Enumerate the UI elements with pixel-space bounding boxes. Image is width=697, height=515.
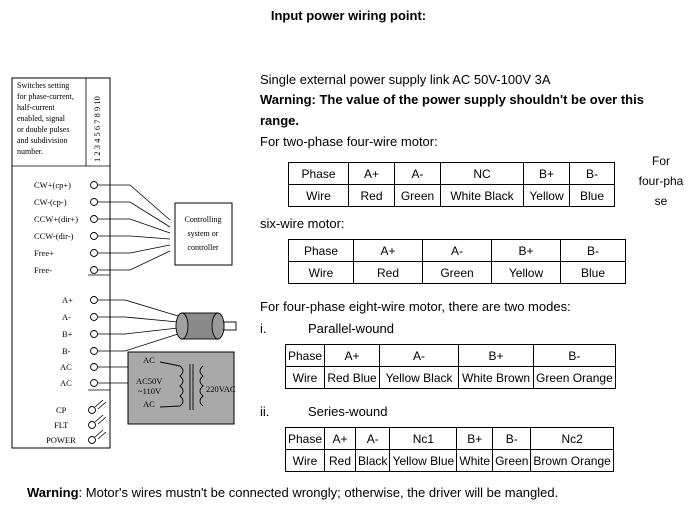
driver-outline [11,77,111,449]
svg-text:number.: number. [17,147,43,156]
mode-2-label: Series-wound [308,404,388,419]
warning-line-1: Warning: The value of the power supply s… [260,92,644,107]
motor-terminal-labels: A+ A- B+ B- AC AC [60,295,73,388]
svg-text:enabled, signal: enabled, signal [17,114,66,123]
svg-text:Switches setting: Switches setting [17,81,69,90]
svg-text:CCW-(dir-): CCW-(dir-) [34,231,74,241]
table-row: Wire Red Black Yellow Blue White Green B… [284,449,614,472]
svg-text:AC: AC [60,378,72,388]
footer-warning: Warning: Motor's wires mustn't be connec… [27,485,558,500]
svg-text:220VAC: 220VAC [206,384,236,394]
svg-text:A+: A+ [62,295,73,305]
side-note: For four-pha se [638,154,684,208]
svg-text:POWER: POWER [46,435,76,445]
footer-warning-sep: : [78,485,83,500]
transformer-labels: AC AC50V ~110V AC 220VAC [136,355,236,409]
table-row: Wire Red Blue Yellow Black White Brown G… [284,366,616,389]
dip-switch-numbers: 1 2 3 4 5 6 7 8 9 10 [92,96,102,162]
svg-text:Controlling: Controlling [185,215,222,224]
mode-1-number: i. [260,321,267,336]
table-row: Wire Red Green White Black Yellow Blue [288,184,615,207]
footer-warning-text: Motor's wires mustn't be connected wrong… [85,485,559,500]
svg-text:CW+(cp+): CW+(cp+) [34,180,71,190]
svg-text:AC50V: AC50V [136,376,163,386]
signal-wires [98,184,171,271]
led-arrow-icons [94,399,107,440]
svg-text:FLT: FLT [54,420,69,430]
svg-text:controller: controller [187,243,218,252]
svg-text:for phase-current,: for phase-current, [17,92,74,101]
six-wire-label: six-wire motor: [260,216,345,231]
transformer-coil-icon [159,361,204,410]
svg-text:half-current: half-current [17,103,56,112]
mode-1-label: Parallel-wound [308,321,394,336]
table-row: Wire Red Green Yellow Blue [288,261,626,284]
table-row: Phase A+ A- B+ B- [288,239,626,262]
controller-box [174,202,233,266]
table-row: Phase A+ A- NC B+ B- [288,162,615,185]
table-row: Phase A+ A- B+ B- [284,344,616,367]
eight-wire-label: For four-phase eight-wire motor, there a… [260,299,571,314]
svg-text:Free-: Free- [34,265,52,275]
svg-text:CP: CP [56,405,67,415]
status-led-icons [88,406,96,444]
wiring-diagram: Switches setting for phase-current, half… [11,77,237,449]
svg-text:AC: AC [143,355,155,365]
page-title: Input power wiring point: [270,8,427,23]
parallel-wound-table: Phase A+ A- B+ B- Wire Red Blue Yellow B… [284,344,616,389]
two-phase-label: For two-phase four-wire motor: [260,134,438,149]
svg-text:AC: AC [60,362,72,372]
six-wire-table: Phase A+ A- B+ B- Wire Red Green Yellow … [288,239,626,284]
table-row: Phase A+ A- Nc1 B+ B- Nc2 [284,427,614,450]
four-wire-table: Phase A+ A- NC B+ B- Wire Red Green Whit… [288,162,615,207]
warning-line-2: range. [260,113,300,128]
svg-text:AC: AC [143,399,155,409]
motor-icon [175,312,237,340]
signal-terminal-labels: CW+(cp+) CW-(cp-) CCW+(dir+) CCW-(dir-) … [34,180,78,275]
signal-terminal-screws [90,181,98,274]
svg-text:~110V: ~110V [138,386,162,396]
controller-label: Controlling system or controller [185,215,222,252]
transformer-box [127,351,235,425]
svg-text:or double pulses: or double pulses [17,125,69,134]
svg-text:B-: B- [62,346,71,356]
svg-text:CCW+(dir+): CCW+(dir+) [34,214,78,224]
power-supply-spec: Single external power supply link AC 50V… [260,72,551,87]
svg-text:A-: A- [62,312,71,322]
mode-2-number: ii. [260,404,270,419]
svg-text:system or: system or [188,229,219,238]
svg-text:CW-(cp-): CW-(cp-) [34,197,67,207]
series-wound-table: Phase A+ A- Nc1 B+ B- Nc2 Wire Red Black… [284,427,614,472]
svg-text:and subdivision: and subdivision [17,136,67,145]
switch-note: Switches setting for phase-current, half… [17,81,74,156]
svg-text:B+: B+ [62,329,73,339]
status-labels: CP FLT POWER [46,405,76,445]
svg-text:Free+: Free+ [34,248,54,258]
footer-warning-label: Warning [27,485,79,500]
motor-terminal-screws [90,296,98,387]
